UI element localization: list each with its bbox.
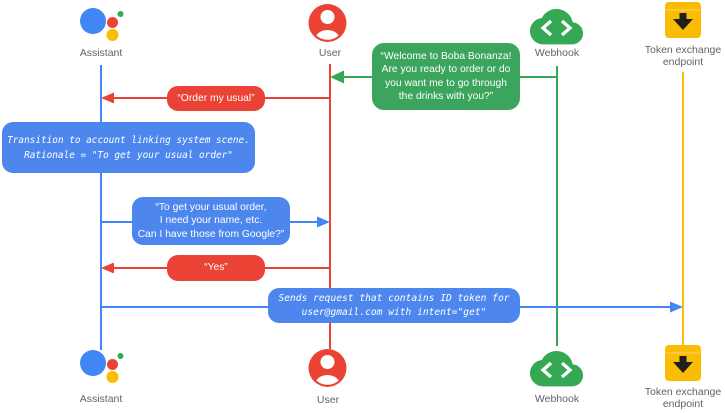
note-transition-account-linking: Transition to account linking system sce… — [2, 122, 255, 173]
arrowhead-left-icon — [101, 92, 114, 104]
assistant-icon-bottom — [80, 350, 124, 383]
arrowhead-left-icon — [101, 262, 114, 274]
actor-label-assistant-bottom: Assistant — [79, 393, 123, 405]
webhook-icon-top — [530, 9, 584, 45]
assistant-icon-top — [80, 8, 124, 41]
message-ask-google-data: “To get your usual order, I need your na… — [132, 197, 290, 245]
actor-label-token-endpoint-top: Token exchange endpoint — [644, 44, 722, 68]
actor-label-user-top: User — [318, 47, 342, 59]
user-icon-bottom — [308, 349, 347, 387]
actor-label-webhook-top: Webhook — [534, 47, 580, 59]
message-yes: “Yes” — [167, 255, 265, 281]
arrowhead-left-icon — [330, 70, 344, 84]
note-token-request: Sends request that contains ID token for… — [268, 288, 520, 323]
arrowhead-right-icon — [670, 301, 683, 313]
user-icon-top — [308, 4, 347, 42]
token-endpoint-icon-top — [665, 2, 701, 38]
actor-label-webhook-bottom: Webhook — [534, 393, 580, 405]
actor-label-user-bottom: User — [316, 394, 340, 406]
actor-label-token-endpoint-bottom: Token exchange endpoint — [644, 386, 722, 410]
actor-label-assistant-top: Assistant — [79, 47, 123, 59]
arrowhead-right-icon — [317, 216, 330, 228]
webhook-icon-bottom — [530, 351, 584, 387]
token-endpoint-icon-bottom — [665, 345, 701, 381]
message-welcome: “Welcome to Boba Bonanza! Are you ready … — [372, 43, 520, 110]
message-order-my-usual: “Order my usual” — [167, 86, 265, 111]
